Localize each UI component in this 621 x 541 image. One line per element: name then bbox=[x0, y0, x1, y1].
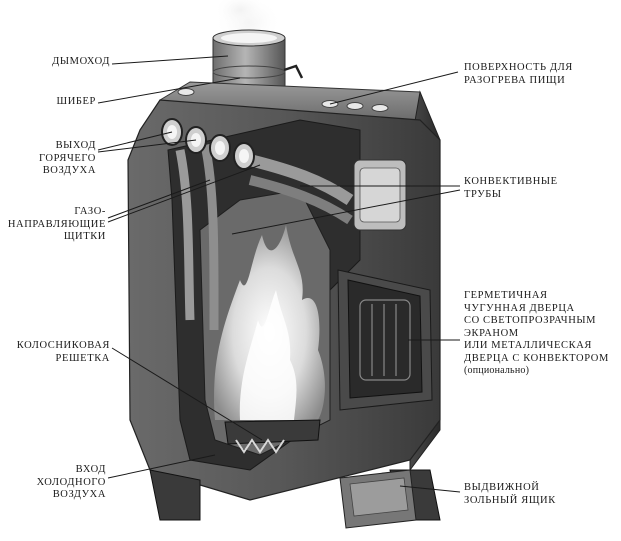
label-grate: КОЛОСНИКОВАЯ РЕШЕТКА bbox=[16, 340, 110, 364]
label-convection-pipes: КОНВЕКТИВНЫЕ ТРУБЫ bbox=[464, 176, 558, 200]
label-door-text: ГЕРМЕТИЧНАЯ ЧУГУННАЯ ДВЕРЦА СО СВЕТОПРОЗ… bbox=[464, 290, 609, 364]
label-cold-air-inlet: ВХОД ХОЛОДНОГО ВОЗДУХА bbox=[36, 464, 106, 500]
label-cooking-surface: ПОВЕРХНОСТЬ ДЛЯ РАЗОГРЕВА ПИЩИ bbox=[464, 62, 573, 86]
label-door: ГЕРМЕТИЧНАЯ ЧУГУННАЯ ДВЕРЦА СО СВЕТОПРОЗ… bbox=[464, 290, 620, 378]
flame-graphic bbox=[214, 225, 325, 420]
label-door-note: (опционально) bbox=[464, 365, 530, 376]
label-hot-air-outlet: ВЫХОД ГОРЯЧЕГО ВОЗДУХА bbox=[38, 140, 96, 176]
label-gas-shields: ГАЗО- НАПРАВЛЯЮЩИЕ ЩИТКИ bbox=[7, 206, 106, 242]
label-chimney: ДЫМОХОД bbox=[52, 56, 110, 67]
label-ash-box: ВЫДВИЖНОЙ ЗОЛЬНЫЙ ЯЩИК bbox=[464, 482, 556, 506]
label-damper: ШИБЕР bbox=[56, 96, 96, 107]
